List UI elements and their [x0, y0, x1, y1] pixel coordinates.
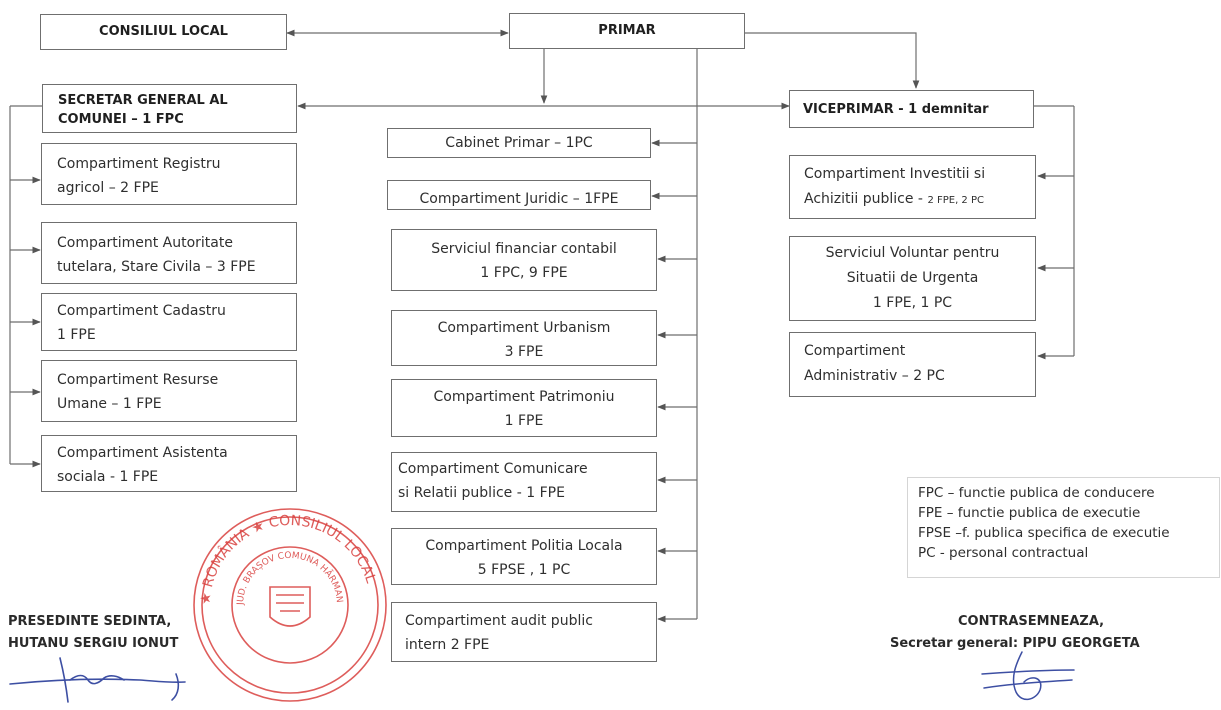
comunicare-box: Compartiment Comunicare si Relatii publi…	[391, 452, 657, 512]
serviciul-voluntar-label: Serviciul Voluntar pentru Situatii de Ur…	[825, 245, 1000, 311]
politia-locala-label: Compartiment Politia Locala 5 FPSE , 1 P…	[425, 538, 623, 578]
viceprimar-label: VICEPRIMAR - 1 demnitar	[803, 102, 989, 117]
cadastru-box: Compartiment Cadastru 1 FPE	[41, 293, 297, 351]
audit-public-box: Compartiment audit public intern 2 FPE	[391, 602, 657, 662]
resurse-umane-label: Compartiment Resurse Umane – 1 FPE	[57, 372, 219, 412]
investitii-staff-count: 2 FPE, 2 PC	[927, 195, 984, 206]
investitii-box: Compartiment Investitii si Achizitii pub…	[789, 155, 1036, 219]
cadastru-label: Compartiment Cadastru 1 FPE	[57, 303, 226, 343]
administrativ-label: Compartiment Administrativ – 2 PC	[804, 343, 945, 384]
legend-box: FPC – functie publica de conducere FPE –…	[907, 477, 1220, 578]
juridic-label: Compartiment Juridic – 1FPE	[419, 191, 619, 207]
consiliul-local-label: CONSILIUL LOCAL	[99, 24, 228, 39]
signature-left-icon	[9, 657, 186, 703]
comunicare-label: Compartiment Comunicare si Relatii publi…	[398, 461, 588, 501]
cabinet-primar-label: Cabinet Primar – 1PC	[445, 135, 593, 151]
investitii-label-line1: Compartiment Investitii si	[804, 166, 986, 182]
svg-text:JUD. BRAȘOV COMUNA HĂRMAN: JUD. BRAȘOV COMUNA HĂRMAN	[236, 551, 344, 606]
asistenta-sociala-label: Compartiment Asistenta sociala - 1 FPE	[57, 445, 228, 485]
viceprimar-box: VICEPRIMAR - 1 demnitar	[789, 90, 1034, 128]
administrativ-box: Compartiment Administrativ – 2 PC	[789, 332, 1036, 397]
politia-locala-box: Compartiment Politia Locala 5 FPSE , 1 P…	[391, 528, 657, 585]
primar-label: PRIMAR	[598, 23, 656, 38]
patrimoniu-label: Compartiment Patrimoniu 1 FPE	[433, 389, 615, 429]
legend-item-pc: PC - personal contractual	[918, 545, 1089, 561]
legend-item-fpse: FPSE –f. publica specifica de executie	[918, 525, 1170, 541]
urbanism-box: Compartiment Urbanism 3 FPE	[391, 310, 657, 366]
patrimoniu-box: Compartiment Patrimoniu 1 FPE	[391, 379, 657, 437]
signature-right-icon	[981, 651, 1075, 701]
presedinte-sedinta-name: HUTANU SERGIU IONUT	[8, 636, 179, 651]
official-stamp-icon: ★ ROMÂNIA ★ CONSILIUL LOCAL JUD. BRAȘOV …	[193, 508, 387, 702]
legend-item-fpc: FPC – functie publica de conducere	[918, 485, 1155, 501]
autoritate-tutelara-box: Compartiment Autoritate tutelara, Stare …	[41, 222, 297, 284]
stamp-inner-text: JUD. BRAȘOV COMUNA HĂRMAN	[236, 551, 344, 606]
asistenta-sociala-box: Compartiment Asistenta sociala - 1 FPE	[41, 435, 297, 492]
registru-agricol-label: Compartiment Registru agricol – 2 FPE	[57, 156, 221, 196]
serviciul-voluntar-box: Serviciul Voluntar pentru Situatii de Ur…	[789, 236, 1036, 321]
juridic-box: Compartiment Juridic – 1FPE	[387, 180, 651, 210]
autoritate-tutelara-label: Compartiment Autoritate tutelara, Stare …	[57, 235, 256, 275]
contrasemneaza-title: CONTRASEMNEAZA,	[958, 614, 1105, 629]
registru-agricol-box: Compartiment Registru agricol – 2 FPE	[41, 143, 297, 205]
investitii-label-line2: Achizitii publice -	[804, 191, 928, 207]
secretar-general-label: SECRETAR GENERAL AL COMUNEI – 1 FPC	[58, 93, 228, 127]
legend-item-fpe: FPE – functie publica de executie	[918, 505, 1141, 521]
resurse-umane-box: Compartiment Resurse Umane – 1 FPE	[41, 360, 297, 422]
financiar-contabil-label: Serviciul financiar contabil 1 FPC, 9 FP…	[431, 241, 617, 281]
financiar-contabil-box: Serviciul financiar contabil 1 FPC, 9 FP…	[391, 229, 657, 291]
audit-public-label: Compartiment audit public intern 2 FPE	[405, 613, 593, 653]
consiliul-local-box: CONSILIUL LOCAL	[40, 14, 287, 50]
urbanism-label: Compartiment Urbanism 3 FPE	[437, 320, 611, 360]
cabinet-primar-box: Cabinet Primar – 1PC	[387, 128, 651, 158]
presedinte-sedinta-title: PRESEDINTE SEDINTA,	[8, 614, 172, 629]
secretar-general-signature-name: Secretar general: PIPU GEORGETA	[890, 636, 1140, 651]
secretar-general-box: SECRETAR GENERAL AL COMUNEI – 1 FPC	[42, 84, 297, 133]
primar-box: PRIMAR	[509, 13, 745, 49]
